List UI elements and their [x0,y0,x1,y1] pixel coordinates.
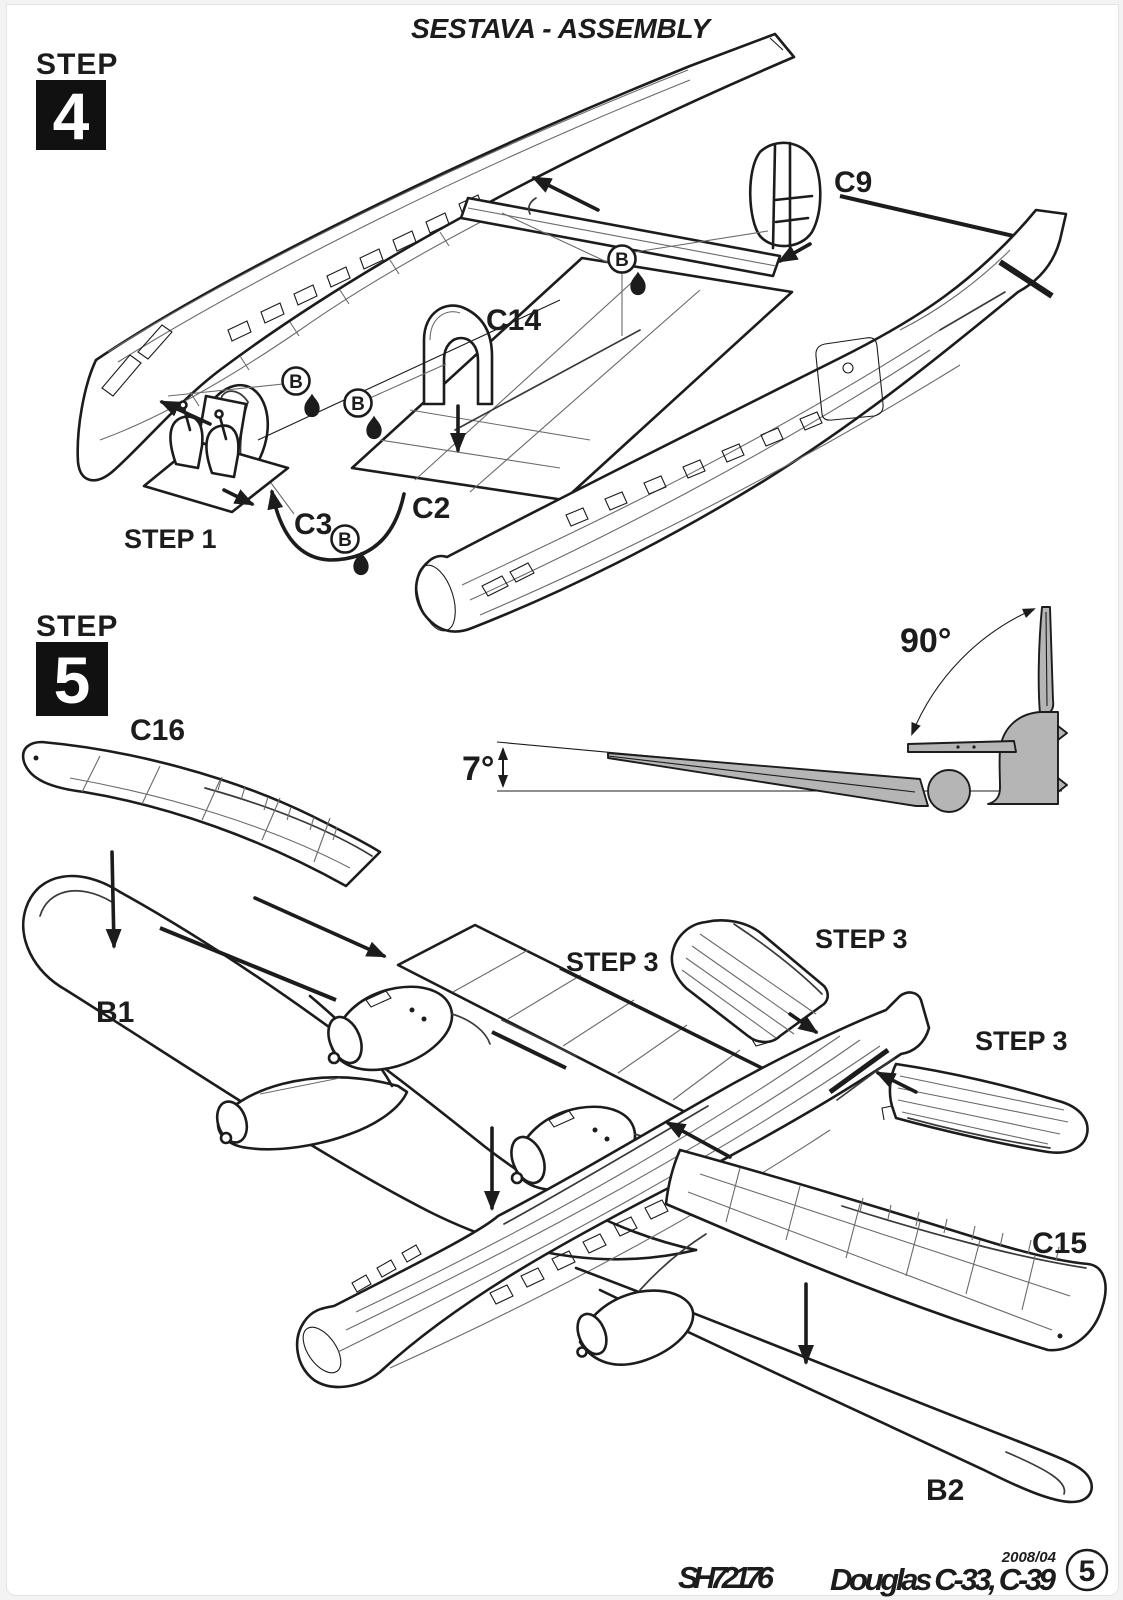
assembly-arrows-step4 [159,176,812,562]
step4-number: 4 [53,79,90,153]
glue-letter: B [289,372,303,393]
stabilizer-silhouette [907,740,1017,753]
cabin-floor-part [459,196,782,278]
fuselage-left-half [76,32,796,482]
part-label-c16: C16 [130,714,185,747]
glue-letter: B [615,250,629,271]
part-label-b1: B1 [96,996,134,1029]
glue-symbol-b2: B [343,363,447,440]
glue-symbol-b4: B [330,524,369,576]
part-label-c15: C15 [1032,1227,1087,1260]
page-number-circle [1065,1548,1109,1592]
assembly-arrows-step5 [105,850,918,1365]
step4-number-box [36,80,106,150]
part-label-b2: B2 [926,1474,964,1507]
glue-drop-icon [366,415,382,440]
wing-upper-panel-c16 [21,740,382,888]
glue-letter: B [351,394,365,415]
step5-number-box [36,642,108,716]
step5-header: STEP 5 [36,610,118,717]
step4-header: STEP 4 [36,48,118,153]
revision-date: 2008/04 [1001,1549,1057,1566]
angle-label-fin: 90° [900,622,951,660]
glue-drop-icon [353,551,369,576]
step5-illustration: 90° 7° [21,606,1107,1507]
wing-silhouette [607,752,929,807]
step5-header-word: STEP [36,610,118,643]
step5-number: 5 [54,643,91,717]
step1-reference-label: STEP 1 [124,524,217,554]
glue-drop-icon [630,271,646,296]
glue-symbol-b1: B [167,366,320,418]
fuselage-silhouette [987,711,1059,805]
kit-name: Douglas C-33, C-39 [830,1562,1057,1597]
wing-lower-outline-b2 [574,1233,1093,1504]
angle-label-dihedral: 7° [462,750,495,788]
step3-reference-label-left: STEP 3 [566,947,659,977]
angle-arc-90 [911,608,1036,736]
glue-drop-icon [304,393,320,418]
step4-header-word: STEP [36,48,118,81]
bulkhead-c9 [748,141,1023,251]
part-label-c3: C3 [294,508,332,541]
glue-letter: B [338,530,352,551]
kit-number: SH72176 [678,1560,775,1595]
tailplane-mount-strip [998,259,1054,299]
bulkhead-c14 [422,304,494,406]
glue-symbol-b3: B [501,212,769,336]
tailplane-right [881,1062,1089,1154]
tailplane-upper [670,919,830,1047]
part-label-c2: C2 [412,492,450,525]
step4-illustration: B B B B C9 C14 C2 C3 STEP 1 [76,32,1068,633]
page-footer: SH72176 Douglas C-33, C-39 2008/04 5 [678,1548,1109,1597]
page-title: SESTAVA - ASSEMBLY [411,13,712,44]
engine-nacelle-lower [576,1233,707,1366]
fuselage-cross-section [927,769,971,813]
part-label-c9: C9 [834,166,872,199]
leader-c9-to-tail [839,194,1023,240]
step3-reference-label-middle: STEP 3 [815,924,908,954]
fuselage-right-half [414,208,1068,633]
wing-right-c15 [664,1148,1107,1352]
part-label-c14: C14 [486,304,541,337]
page-number: 5 [1079,1555,1096,1588]
step3-reference-label-right: STEP 3 [975,1026,1068,1056]
dihedral-diagram: 90° 7° [462,606,1068,813]
fuselage-step5 [295,991,931,1389]
